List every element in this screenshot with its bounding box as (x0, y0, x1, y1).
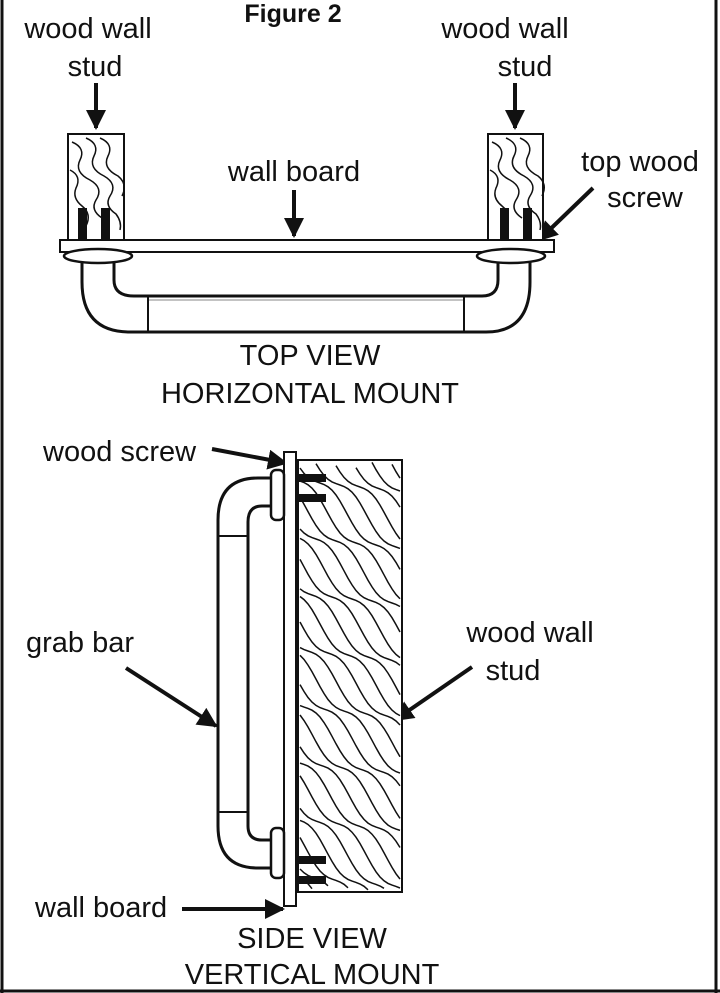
side-top-flange (269, 468, 286, 522)
top-left-stud (67, 133, 125, 241)
side-stud-arrow (393, 665, 474, 722)
stud-grain-line (299, 621, 401, 726)
top-right-screw-2 (523, 208, 532, 242)
stud-grain-line (299, 588, 401, 695)
stud-grain-line (299, 595, 401, 717)
stud-grain-line (355, 467, 401, 508)
stud-grain-line (299, 646, 401, 758)
stud-grain-line (299, 528, 401, 633)
side-view-caption-2: VERTICAL MOUNT (185, 959, 440, 991)
side-wood-screw-arrow (211, 447, 288, 470)
side-view: wood screw grab bar wood wall stud wall … (26, 436, 594, 991)
top-grab-bar (80, 262, 532, 334)
side-stud-label-2: stud (486, 655, 541, 687)
stud-grain-line (335, 465, 401, 540)
side-wood-screw-label: wood screw (42, 436, 197, 468)
side-top-screw-1 (296, 474, 326, 482)
top-view: wood wall stud wood wall stud wall board… (23, 13, 699, 410)
stud-grain-line (299, 762, 401, 880)
stud-grain-line (315, 463, 401, 550)
top-wall-board-label: wall board (227, 156, 360, 188)
top-view-caption-1: TOP VIEW (240, 340, 381, 372)
top-left-flange (62, 247, 134, 265)
stud-grain-line (299, 559, 401, 666)
top-right-screw-1 (500, 208, 509, 242)
stud-grain-line (299, 684, 401, 787)
top-screw-arrow (537, 186, 595, 242)
stud-grain-line (299, 654, 401, 774)
stud-grain-line (299, 714, 401, 832)
stud-grain-line (299, 837, 349, 889)
top-right-stud (487, 133, 545, 241)
side-top-screw-2 (296, 494, 326, 502)
top-right-flange (475, 247, 547, 265)
top-left-screw-1 (78, 208, 87, 242)
stud-grain-line (299, 807, 385, 889)
stud-grain-line (371, 462, 401, 492)
stud-grain-line (299, 537, 401, 659)
side-bottom-screw-1 (296, 856, 326, 864)
stud-grain-line (299, 704, 401, 819)
top-view-caption-2: HORIZONTAL MOUNT (161, 378, 459, 410)
side-bottom-screw-2 (296, 876, 326, 884)
stud-grain-line (299, 496, 401, 608)
stud-grain-line (299, 819, 369, 891)
side-wall-board (283, 451, 297, 907)
side-grab-bar-label: grab bar (26, 627, 134, 659)
top-screw-label-1: top wood (581, 146, 699, 178)
top-left-stud-label-2: stud (68, 51, 123, 83)
top-left-stud-label-1: wood wall (23, 13, 151, 45)
side-wood-stud (297, 459, 403, 893)
top-right-stud-label-1: wood wall (440, 13, 568, 45)
stud-grain-line (299, 775, 401, 889)
top-right-stud-label-2: stud (498, 51, 553, 83)
side-bottom-flange (269, 826, 286, 880)
top-wall-board (59, 239, 555, 253)
side-grab-bar (216, 476, 271, 870)
side-stud-label-1: wood wall (465, 617, 593, 649)
stud-grain-line (391, 464, 401, 479)
side-view-caption-1: SIDE VIEW (237, 923, 387, 955)
side-grab-bar-arrow (124, 666, 218, 728)
top-screw-label-2: screw (607, 182, 684, 214)
side-wall-board-label: wall board (34, 892, 167, 924)
top-left-screw-2 (101, 208, 110, 242)
figure-title: Figure 2 (244, 0, 341, 28)
stud-grain-line (299, 746, 401, 848)
